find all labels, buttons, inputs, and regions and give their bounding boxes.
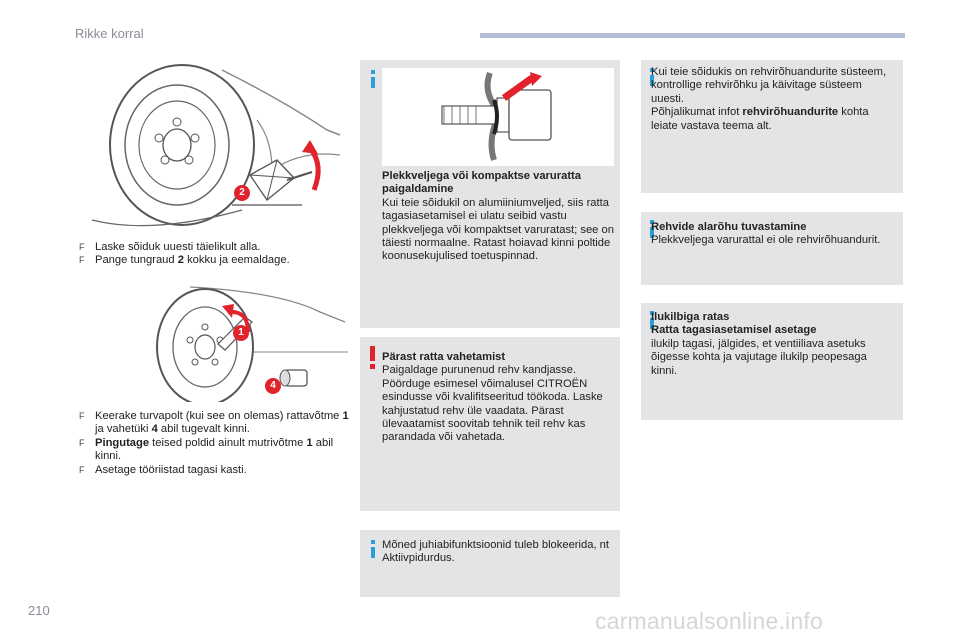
- section-title: Rikke korral: [75, 26, 144, 41]
- bolt-illustration: [382, 68, 614, 166]
- info-icon-dot: [371, 70, 375, 74]
- info-box-underinflation: Rehvide alarõhu tuvastamine Plekkveljega…: [641, 212, 903, 285]
- info-text: Plekkveljega varurattal ei ole rehvirõhu…: [651, 234, 881, 247]
- warning-text: Paigaldage purunenud rehv kandjasse. Pöö…: [382, 364, 603, 444]
- info-icon: [650, 318, 654, 329]
- callout-2: 2: [234, 185, 250, 201]
- info-title: Ilukilbiga ratas: [651, 311, 730, 323]
- warning-icon: [370, 346, 375, 361]
- info-icon: [650, 227, 654, 238]
- info-text: Kui teie sõidukil on alumiiniumveljed, s…: [382, 196, 614, 263]
- info-icon-dot: [650, 311, 654, 315]
- watermark: carmanualsonline.info: [595, 608, 823, 634]
- info-icon-dot: [650, 68, 654, 72]
- info-box-wheel-trim: Ilukilbiga ratas Ratta tagasiasetamisel …: [641, 303, 903, 420]
- callout-4: 4: [265, 378, 281, 394]
- wrench-illustration: [156, 286, 348, 402]
- info-text: ilukilp tagasi, jälgides, et ventiiliava…: [651, 337, 867, 377]
- info-text: Mõned juhiabifunktsioonid tuleb blokeeri…: [382, 539, 610, 565]
- info-subtitle: Ratta tagasiasetamisel asetage: [651, 324, 817, 337]
- bullet-icon: F: [79, 255, 85, 266]
- bullet-icon: F: [79, 464, 85, 475]
- info-icon: [650, 75, 654, 86]
- info-box-pressure-sensors: Kui teie sõidukis on rehvirõhuandurite s…: [641, 60, 903, 193]
- jack-illustration: [91, 64, 341, 227]
- info-title: Plekkveljega või kompaktse varuratta pai…: [382, 170, 581, 196]
- bullet-icon: F: [79, 242, 85, 252]
- info-box-steel-rim: Plekkveljega või kompaktse varuratta pai…: [360, 60, 620, 328]
- info-icon: [371, 77, 375, 88]
- callout-1: 1: [233, 325, 249, 341]
- info-text: Kui teie sõidukis on rehvirõhuandurite s…: [651, 66, 887, 105]
- bullet-icon: F: [79, 411, 85, 421]
- info-text-more: Põhjalikumat infot rehvirõhuandurite koh…: [651, 106, 869, 132]
- header-divider: [480, 33, 905, 38]
- info-box-driver-aids: Mõned juhiabifunktsioonid tuleb blokeeri…: [360, 530, 620, 597]
- warning-icon-dot: [370, 364, 375, 369]
- info-title: Rehvide alarõhu tuvastamine: [651, 221, 807, 233]
- info-icon: [371, 547, 375, 558]
- info-icon-dot: [371, 540, 375, 544]
- bullet-icon: F: [79, 437, 85, 448]
- warning-title: Pärast ratta vahetamist: [382, 351, 506, 363]
- info-icon-dot: [650, 220, 654, 224]
- page-number: 210: [28, 603, 50, 618]
- warning-box-after-change: Pärast ratta vahetamist Paigaldage purun…: [360, 337, 620, 511]
